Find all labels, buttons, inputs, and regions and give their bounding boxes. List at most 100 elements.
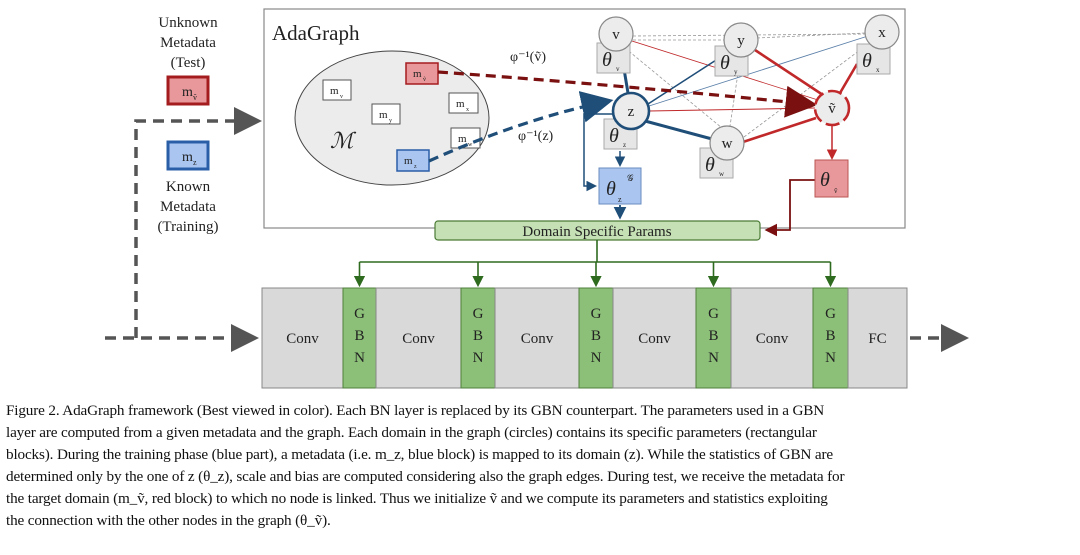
theta-symbol: θ bbox=[720, 52, 730, 74]
params-distribution-arrows bbox=[353, 240, 837, 288]
caption-line: Figure 2. AdaGraph framework (Best viewe… bbox=[6, 402, 825, 419]
metadata-box-label: m bbox=[404, 155, 413, 167]
svg-text:(Test): (Test) bbox=[171, 55, 206, 71]
test-metadata-block: m ṽ bbox=[166, 75, 210, 106]
caption-line: blocks). During the training phase (blue… bbox=[6, 446, 833, 463]
theta-symbol: θ bbox=[602, 49, 612, 71]
theta-sub: ṽ bbox=[834, 187, 838, 195]
panel-title: AdaGraph bbox=[272, 21, 360, 45]
node-label: ṽ bbox=[828, 101, 836, 117]
node-label: x bbox=[878, 25, 886, 41]
svg-text:(Training): (Training) bbox=[157, 219, 218, 235]
theta-sub: z bbox=[623, 141, 626, 149]
metadata-box-label: m bbox=[413, 68, 422, 80]
svg-text:ṽ: ṽ bbox=[193, 93, 197, 102]
theta-sub: y bbox=[734, 68, 738, 76]
theta-sub: x bbox=[876, 66, 880, 74]
metadata-box-sub: v bbox=[340, 94, 343, 100]
metadata-box-sub: z bbox=[414, 164, 417, 170]
known-metadata-label: Known Metadata (Training) bbox=[157, 179, 218, 235]
layer-conv: Conv bbox=[612, 287, 697, 389]
svg-text:𝒢: 𝒢 bbox=[627, 173, 634, 183]
svg-text:Known: Known bbox=[166, 179, 211, 195]
metadata-box-sub: y bbox=[389, 118, 392, 124]
caption-line: determined only by the one of z (θ_z), s… bbox=[6, 468, 845, 485]
svg-text:m: m bbox=[182, 150, 193, 165]
theta-sub: v bbox=[616, 65, 620, 73]
layer-conv: Conv bbox=[261, 287, 344, 389]
unknown-metadata-label: Unknown Metadata (Test) bbox=[158, 15, 218, 71]
adagraph-diagram: Unknown Metadata (Test) m ṽ m z Known Me… bbox=[105, 8, 969, 389]
node-label: y bbox=[737, 33, 745, 49]
graph-edges bbox=[428, 32, 869, 237]
svg-text:z: z bbox=[193, 158, 197, 167]
node-label: z bbox=[628, 104, 635, 120]
domain-specific-params: Domain Specific Params bbox=[434, 220, 761, 241]
metadata-box-label: m bbox=[379, 109, 388, 121]
layer-conv: Conv bbox=[375, 287, 462, 389]
svg-text:ℳ: ℳ bbox=[330, 128, 357, 153]
theta-symbol: θ bbox=[862, 50, 872, 72]
layer-label: Conv bbox=[402, 331, 435, 347]
caption-line: layer are computed from a given metadata… bbox=[6, 424, 817, 441]
metadata-box-sub: x bbox=[466, 107, 469, 113]
caption-line: the connection with the other nodes in t… bbox=[6, 512, 331, 529]
svg-text:θ: θ bbox=[606, 178, 616, 200]
layer-label: Conv bbox=[638, 331, 671, 347]
theta-symbol: θ bbox=[705, 154, 715, 176]
svg-text:Unknown: Unknown bbox=[158, 15, 218, 31]
layer-conv: Conv bbox=[730, 287, 814, 389]
svg-text:Metadata: Metadata bbox=[160, 35, 216, 51]
svg-text:m: m bbox=[182, 85, 193, 100]
layer-label: Conv bbox=[521, 331, 554, 347]
svg-text:Domain Specific Params: Domain Specific Params bbox=[522, 224, 671, 240]
svg-text:z: z bbox=[618, 195, 622, 204]
layer-label: Conv bbox=[756, 331, 789, 347]
node-label: v bbox=[612, 27, 620, 43]
svg-text:Metadata: Metadata bbox=[160, 199, 216, 215]
metadata-box-label: m bbox=[456, 98, 465, 110]
input-flow-arrows bbox=[105, 107, 969, 352]
metadata-box-label: m bbox=[458, 133, 467, 145]
metadata-box-label: m bbox=[330, 85, 339, 97]
theta-symbol: θ bbox=[609, 125, 619, 147]
mapping-label-train: φ⁻¹(z) bbox=[518, 129, 554, 144]
figure-caption: Figure 2. AdaGraph framework (Best viewe… bbox=[6, 400, 1078, 532]
metadata-box-sub: w bbox=[468, 142, 473, 148]
theta-block bbox=[814, 159, 849, 198]
node-label: w bbox=[722, 136, 733, 152]
train-metadata-block: m z bbox=[166, 140, 210, 171]
theta-graph-block: θ 𝒢 z bbox=[598, 167, 642, 205]
caption-line: the target domain (m_ṽ, red block) to wh… bbox=[6, 490, 828, 507]
theta-symbol: θ bbox=[820, 169, 830, 191]
mapping-label-test: φ⁻¹(ṽ) bbox=[510, 50, 546, 65]
layer-label: FC bbox=[868, 331, 886, 347]
layer-fc: FC bbox=[847, 287, 908, 389]
theta-sub: w bbox=[719, 170, 725, 178]
layer-label: Conv bbox=[286, 331, 319, 347]
layer-conv: Conv bbox=[494, 287, 580, 389]
